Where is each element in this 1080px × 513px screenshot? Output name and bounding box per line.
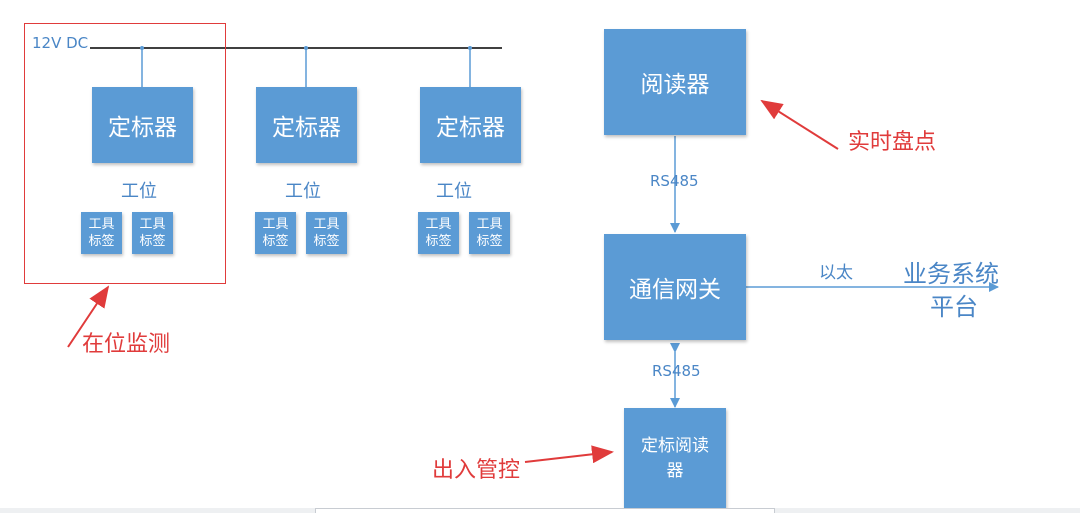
bottom-panel-edge: [315, 508, 775, 513]
tool-tag-text: 工具: [139, 217, 166, 232]
presence-annotation: 在位监测: [82, 332, 171, 357]
bus-node-3: [468, 46, 472, 50]
rs485-label-top: RS485: [650, 172, 699, 190]
tool-tag-text: 标签: [476, 234, 503, 249]
gateway-box: 通信网关: [604, 234, 746, 340]
inventory-annotation: 实时盘点: [848, 130, 937, 155]
calibrator-box-2: 定标器: [256, 87, 357, 163]
tool-tag-3b: 工具 标签: [469, 212, 510, 254]
power-label: 12V DC: [32, 34, 89, 52]
tool-tag-text: 标签: [88, 234, 115, 249]
calibration-reader-line1: 定标阅读: [641, 436, 709, 456]
station-label-3: 工位: [436, 181, 472, 202]
reader-box: 阅读器: [604, 29, 746, 135]
tool-tag-text: 工具: [88, 217, 115, 232]
presence-frame: [24, 23, 226, 284]
presence-arrow: [67, 285, 110, 348]
tool-tag-text: 标签: [139, 234, 166, 249]
tool-tag-1a: 工具 标签: [81, 212, 122, 254]
tool-tag-text: 工具: [313, 217, 340, 232]
tool-tag-text: 工具: [262, 217, 289, 232]
tool-tag-1b: 工具 标签: [132, 212, 173, 254]
tool-tag-2a: 工具 标签: [255, 212, 296, 254]
calibrator-box-1: 定标器: [92, 87, 193, 163]
tool-tag-3a: 工具 标签: [418, 212, 459, 254]
calibrator-box-3: 定标器: [420, 87, 521, 163]
tool-tag-2b: 工具 标签: [306, 212, 347, 254]
access-annotation: 出入管控: [432, 458, 521, 483]
bus-node-2: [304, 46, 308, 50]
bus-node-1: [140, 46, 144, 50]
station-label-2: 工位: [285, 181, 321, 202]
rs485-label-bottom: RS485: [652, 362, 701, 380]
platform-label-line2: 平台: [930, 293, 978, 321]
tool-tag-text: 工具: [425, 217, 452, 232]
tool-tag-text: 工具: [476, 217, 503, 232]
calibration-reader-box: 定标阅读 器: [624, 408, 726, 510]
calibration-reader-line2: 器: [666, 461, 684, 481]
platform-label-line1: 业务系统: [903, 260, 999, 288]
inventory-arrow: [760, 99, 839, 150]
ethernet-label: 以太: [819, 263, 853, 283]
tool-tag-text: 标签: [313, 234, 340, 249]
access-arrow: [524, 445, 614, 464]
station-label-1: 工位: [121, 181, 157, 202]
tool-tag-text: 标签: [425, 234, 452, 249]
tool-tag-text: 标签: [262, 234, 289, 249]
